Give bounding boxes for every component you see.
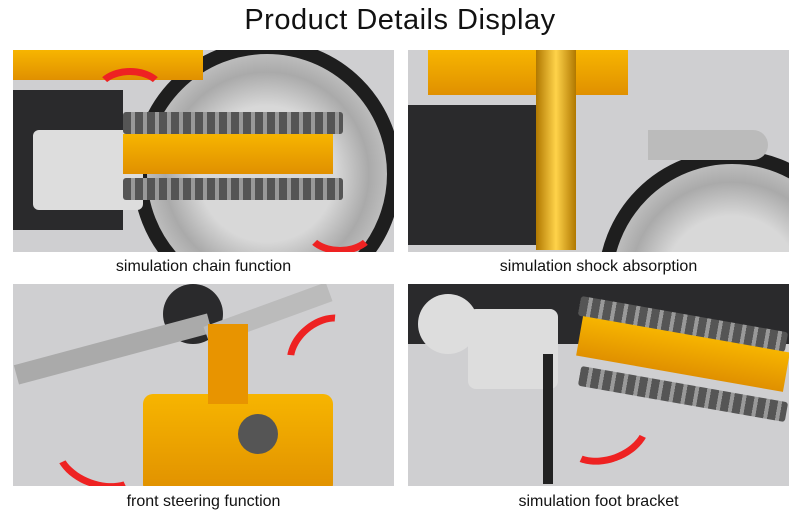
panel-caption: simulation shock absorption [499,258,698,275]
rotate-arrow-icon [44,409,156,486]
rotate-arrow-icon [93,68,167,122]
foot-bracket-photo [408,284,789,486]
panel-caption: simulation foot bracket [518,493,679,510]
front-steering-photo [13,284,394,486]
panel-caption: front steering function [126,493,281,510]
shock-absorption-photo [408,50,789,252]
page-title: Product Details Display [244,4,556,36]
chain-function-photo [13,50,394,252]
panel-caption: simulation chain function [115,258,292,275]
rotate-arrow-icon [303,200,377,252]
